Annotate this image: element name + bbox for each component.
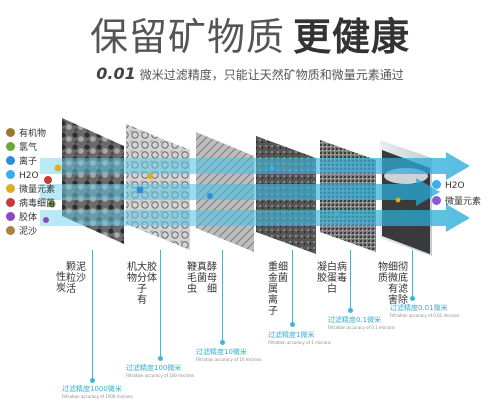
stage4-leader-dot bbox=[290, 322, 295, 327]
trace-element-icon bbox=[6, 184, 15, 193]
stage2-accuracy: 过滤精度100微米 bbox=[126, 364, 182, 372]
stage2-label-col: 大分子有 bbox=[137, 262, 147, 306]
output-item: 微量元素 bbox=[432, 194, 481, 207]
stage1-accuracy: 过滤精度1000微米 bbox=[62, 385, 122, 393]
water-icon bbox=[6, 170, 15, 179]
stage5-leader-line bbox=[350, 250, 351, 310]
chlorine-icon bbox=[6, 142, 15, 151]
stage5-accuracy-en: Filtration accuracy of 0.1 microns bbox=[328, 325, 395, 330]
stage1-accuracy-en: Filtration accuracy of 1000 microns bbox=[62, 394, 133, 399]
stage3-accuracy-en: Filtration accuracy of 10 microns bbox=[196, 357, 262, 362]
stage5-leader-dot bbox=[348, 308, 353, 313]
stage6-leader-dot bbox=[410, 296, 415, 301]
sediment-icon bbox=[6, 226, 15, 235]
output-label: H2O bbox=[445, 181, 465, 191]
legend-item: 氯气 bbox=[6, 142, 37, 154]
stage2-leader-dot bbox=[158, 356, 163, 361]
stage4-leader-line bbox=[292, 250, 293, 324]
legend-label: 胶体 bbox=[19, 213, 38, 223]
stage2-label-col: 胶体 bbox=[147, 262, 157, 284]
legend-item: 微量元素 bbox=[6, 184, 55, 196]
stage5-accuracy: 过滤精度0.1微米 bbox=[328, 316, 382, 324]
legend-label: 微量元素 bbox=[19, 185, 56, 195]
stage2-leader-line bbox=[160, 250, 161, 358]
stage3-label-col: 酵母细 bbox=[207, 262, 217, 295]
stage4-accuracy: 过滤精度1微米 bbox=[268, 331, 315, 339]
legend-item: 离子 bbox=[6, 156, 37, 168]
legend-item: 病毒细菌 bbox=[6, 198, 55, 210]
stage6-label-col: 细微有害 bbox=[388, 262, 398, 306]
stage2-accuracy-en: Filtration accuracy of 100 microns bbox=[126, 373, 195, 378]
stage1-label-col: 性炭 bbox=[56, 272, 66, 294]
stage6-leader-line bbox=[412, 250, 413, 298]
legend-label: 病毒细菌 bbox=[19, 199, 56, 209]
stage1-leader-line bbox=[92, 250, 93, 380]
output-item: H2O bbox=[432, 180, 465, 191]
output-label: 微量元素 bbox=[445, 197, 482, 207]
page-title: 保留矿物质更健康 bbox=[0, 6, 500, 61]
stage1-label-col: 颗粒活 bbox=[66, 262, 76, 295]
stage5-label-col: 凝胶 bbox=[317, 262, 327, 284]
stage6-accuracy: 过滤精度0.01微米 bbox=[390, 304, 448, 312]
legend-item: 胶体 bbox=[6, 212, 37, 224]
title-bold: 更健康 bbox=[293, 15, 411, 59]
stage3-label-col: 真菌 bbox=[197, 262, 207, 284]
title-main: 保留矿物质 bbox=[89, 15, 285, 59]
legend-label: 有机物 bbox=[19, 129, 47, 139]
stage3-leader-dot bbox=[220, 340, 225, 345]
legend-label: 泥沙 bbox=[19, 227, 38, 237]
legend-item: 泥沙 bbox=[6, 226, 37, 238]
ion-icon bbox=[6, 156, 15, 165]
trace-element-icon bbox=[432, 196, 441, 205]
particles bbox=[43, 164, 401, 223]
legend-label: 氯气 bbox=[19, 143, 38, 153]
stage3-label-col: 鞭毛虫 bbox=[187, 262, 197, 295]
stage5-label-col: 病毒 bbox=[337, 262, 347, 284]
stage6-label-col: 物质 bbox=[378, 262, 388, 284]
legend-label: H2O bbox=[19, 171, 39, 181]
stage6-label-col: 彻底滤除 bbox=[398, 262, 408, 306]
stage4-label-col: 重金属离子 bbox=[268, 262, 278, 317]
flow-arrows bbox=[40, 152, 470, 232]
subtitle-text: 微米过滤精度，只能让天然矿物质和微量元素通过 bbox=[139, 68, 404, 82]
stage5-label-col: 白蛋白 bbox=[327, 262, 337, 295]
stage4-label-col: 细菌 bbox=[278, 262, 288, 284]
stage2-label-col: 机物 bbox=[127, 262, 137, 284]
stage1-leader-dot bbox=[90, 378, 95, 383]
legend-item: H2O bbox=[6, 170, 39, 182]
organic-icon bbox=[6, 128, 15, 137]
stage1-label-col: 泥沙 bbox=[76, 262, 86, 284]
legend-item: 有机物 bbox=[6, 128, 46, 140]
stage6-accuracy-en: Filtration accuracy of 0.01 microns bbox=[390, 313, 460, 318]
stage3-leader-line bbox=[222, 250, 223, 342]
stage4-accuracy-en: Filtration accuracy of 1 microns bbox=[268, 340, 331, 345]
subtitle-number: 0.01 bbox=[96, 64, 136, 83]
water-icon bbox=[432, 180, 441, 189]
colloid-icon bbox=[6, 212, 15, 221]
stage3-accuracy: 过滤精度10微米 bbox=[196, 348, 247, 356]
virus-bacteria-icon bbox=[6, 198, 15, 207]
legend-label: 离子 bbox=[19, 157, 38, 167]
